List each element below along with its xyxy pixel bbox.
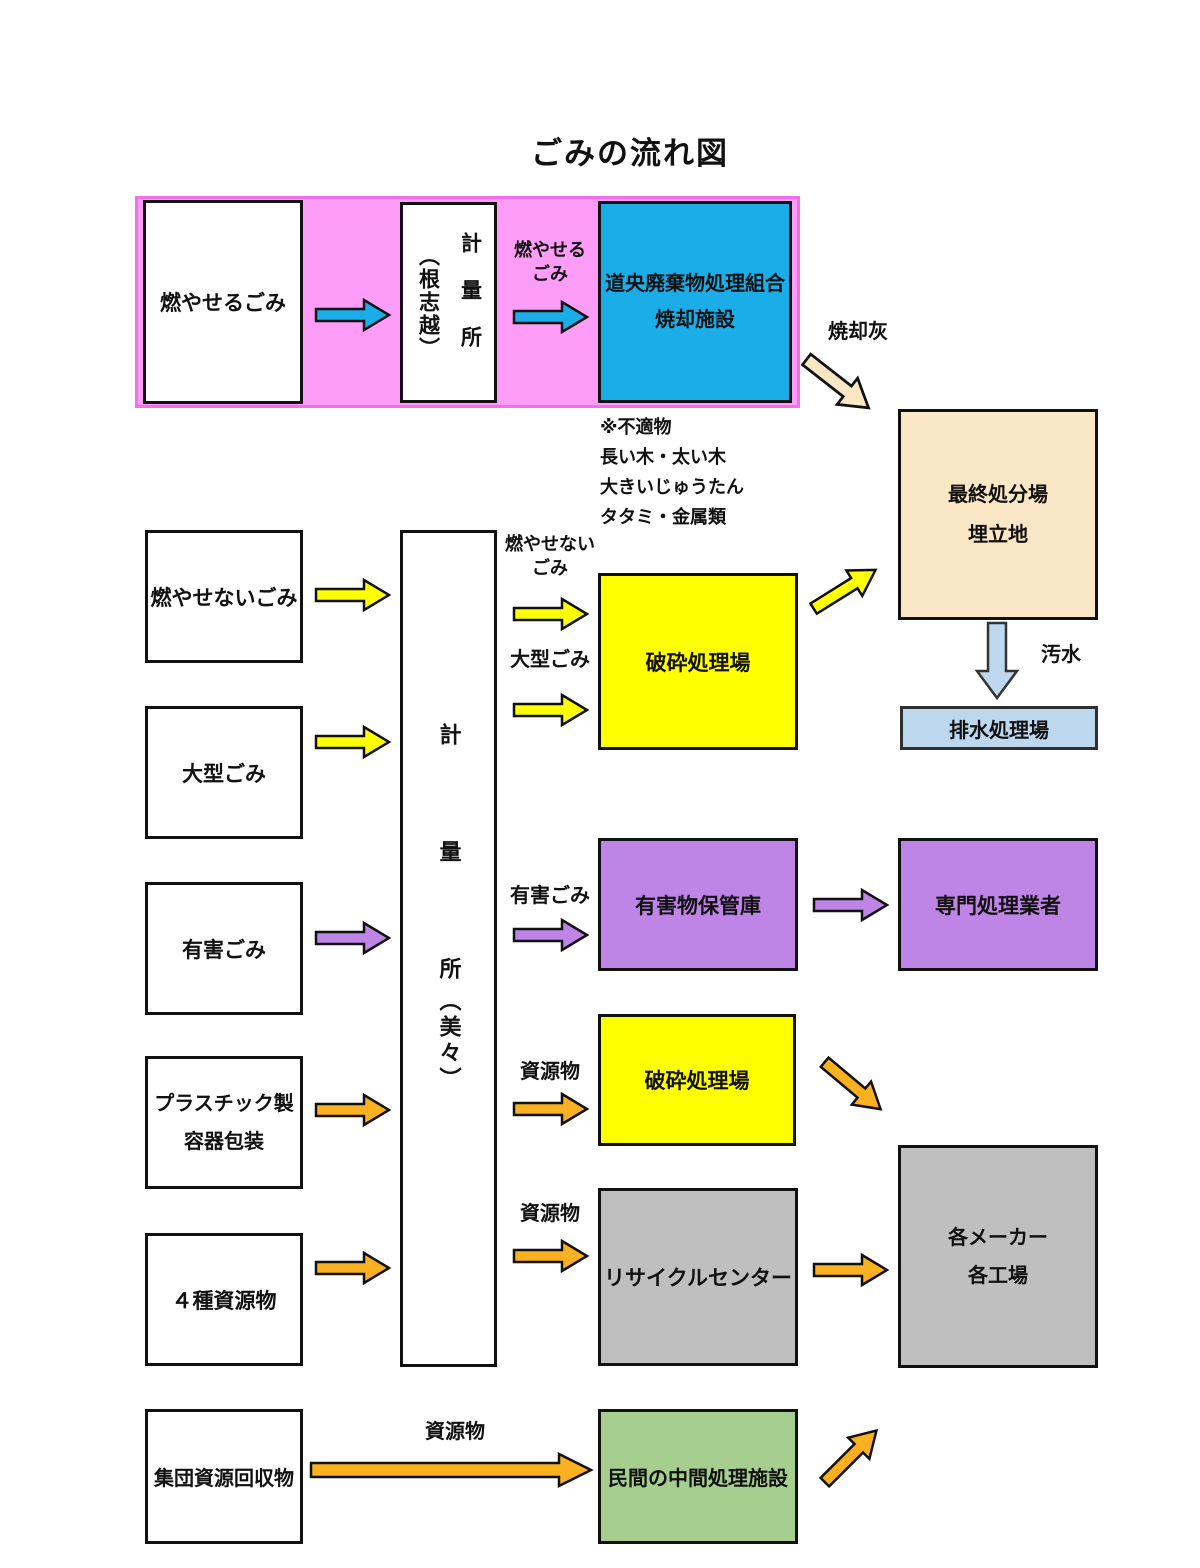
node-label: 排水処理場 — [949, 719, 1049, 742]
diagram-title: ごみの流れ図 — [531, 136, 729, 171]
arrow-landfill-to-drainage — [974, 621, 1020, 701]
node-label: 有害ごみ — [182, 938, 266, 962]
node-oversized-garbage: 大型ごみ — [145, 706, 303, 839]
label-hazardous: 有害ごみ — [510, 885, 590, 907]
label-recyclable-3: 資源物 — [425, 1421, 485, 1443]
node-crushing-plant-1: 破砕処理場 — [598, 573, 798, 750]
node-nonburnable-garbage: 燃やせないごみ — [145, 530, 303, 663]
arrow-nonburnable-to-station2 — [314, 577, 392, 613]
node-label: 各メーカー 各工場 — [948, 1226, 1048, 1287]
arrow-plastic-to-station2 — [314, 1092, 392, 1128]
arrow-station2-to-crushing2 — [512, 1091, 590, 1127]
node-label: 最終処分場 埋立地 — [948, 483, 1048, 546]
arrow-recyclables-to-station2 — [314, 1250, 392, 1286]
node-label: 破砕処理場 — [645, 651, 751, 675]
arrow-station2-to-recycle-center — [512, 1238, 590, 1274]
node-label: ４種資源物 — [171, 1289, 277, 1313]
node-plastic-packaging: プラスチック製 容器包装 — [145, 1056, 303, 1189]
station-sub-label: （根志越） — [416, 245, 440, 360]
station-label: 計量所（美々） — [436, 723, 462, 1093]
node-landfill: 最終処分場 埋立地 — [898, 409, 1098, 620]
node-weigh-station-neshikoshi: （根志越） 計量所 — [400, 202, 497, 403]
unsuitable-items-note: ※不適物 長い木・太い木 大きいじゅうたん タタミ・金属類 — [600, 417, 744, 527]
node-label: プラスチック製 容器包装 — [154, 1092, 294, 1153]
label-incineration-ash: 焼却灰 — [828, 321, 888, 343]
node-label: 燃やせないごみ — [150, 586, 298, 610]
node-makers-factories: 各メーカー 各工場 — [898, 1145, 1098, 1368]
node-label: 道央廃棄物処理組合 焼却施設 — [605, 273, 785, 331]
arrow-private-facility-out — [811, 1416, 892, 1497]
label-recyclable-2: 資源物 — [520, 1203, 580, 1225]
node-weigh-station-bibi: 計量所（美々） — [400, 530, 497, 1367]
arrow-station2-to-crushing1-b — [512, 692, 590, 728]
label-nonburnable: 燃やせない ごみ — [505, 534, 595, 578]
arrow-incinerator-to-landfill — [793, 342, 884, 425]
label-recyclable-1: 資源物 — [520, 1061, 580, 1083]
node-label: リサイクルセンター — [604, 1267, 792, 1290]
arrow-station2-to-crushing1-a — [512, 596, 590, 632]
arrow-crushing2-to-makers — [812, 1047, 895, 1125]
node-hazard-storage: 有害物保管庫 — [598, 838, 798, 971]
node-crushing-plant-2: 破砕処理場 — [598, 1014, 796, 1146]
arrow-crushing1-to-landfill — [802, 553, 887, 625]
node-label: 民間の中間処理施設 — [608, 1468, 788, 1490]
node-hazardous-garbage: 有害ごみ — [145, 882, 303, 1015]
node-private-facility: 民間の中間処理施設 — [598, 1409, 798, 1544]
arrow-hazardous-to-station2 — [314, 920, 392, 956]
node-drainage-plant: 排水処理場 — [900, 706, 1098, 750]
node-label: 有害物保管庫 — [635, 894, 761, 918]
node-label: 破砕処理場 — [644, 1070, 750, 1093]
arrow-station1-to-incinerator — [512, 299, 590, 335]
label-sewage: 汚水 — [1041, 644, 1081, 666]
arrow-recycle-center-to-makers — [812, 1252, 890, 1288]
node-specialist-contractor: 専門処理業者 — [898, 838, 1098, 971]
node-burnable-garbage: 燃やせるごみ — [143, 200, 303, 404]
label-oversized: 大型ごみ — [510, 649, 590, 671]
node-label: 専門処理業者 — [935, 894, 1061, 918]
node-incinerator: 道央廃棄物処理組合 焼却施設 — [598, 201, 792, 403]
node-group-collection: 集団資源回収物 — [145, 1409, 303, 1544]
arrow-oversized-to-station2 — [314, 724, 392, 760]
label-burnable-garbage: 燃やせる ごみ — [514, 240, 586, 284]
node-recycle-center: リサイクルセンター — [598, 1188, 798, 1366]
node-four-recyclables: ４種資源物 — [145, 1233, 303, 1366]
arrow-burnable-to-station1 — [314, 297, 392, 333]
arrow-group-collection-to-private — [309, 1451, 594, 1489]
node-label: 燃やせるごみ — [160, 292, 286, 315]
node-label: 大型ごみ — [182, 762, 266, 786]
station-main-label: 計量所 — [458, 232, 482, 373]
arrow-station2-to-storage — [512, 917, 590, 953]
arrow-storage-to-specialist — [812, 887, 890, 923]
node-label: 集団資源回収物 — [154, 1468, 294, 1490]
